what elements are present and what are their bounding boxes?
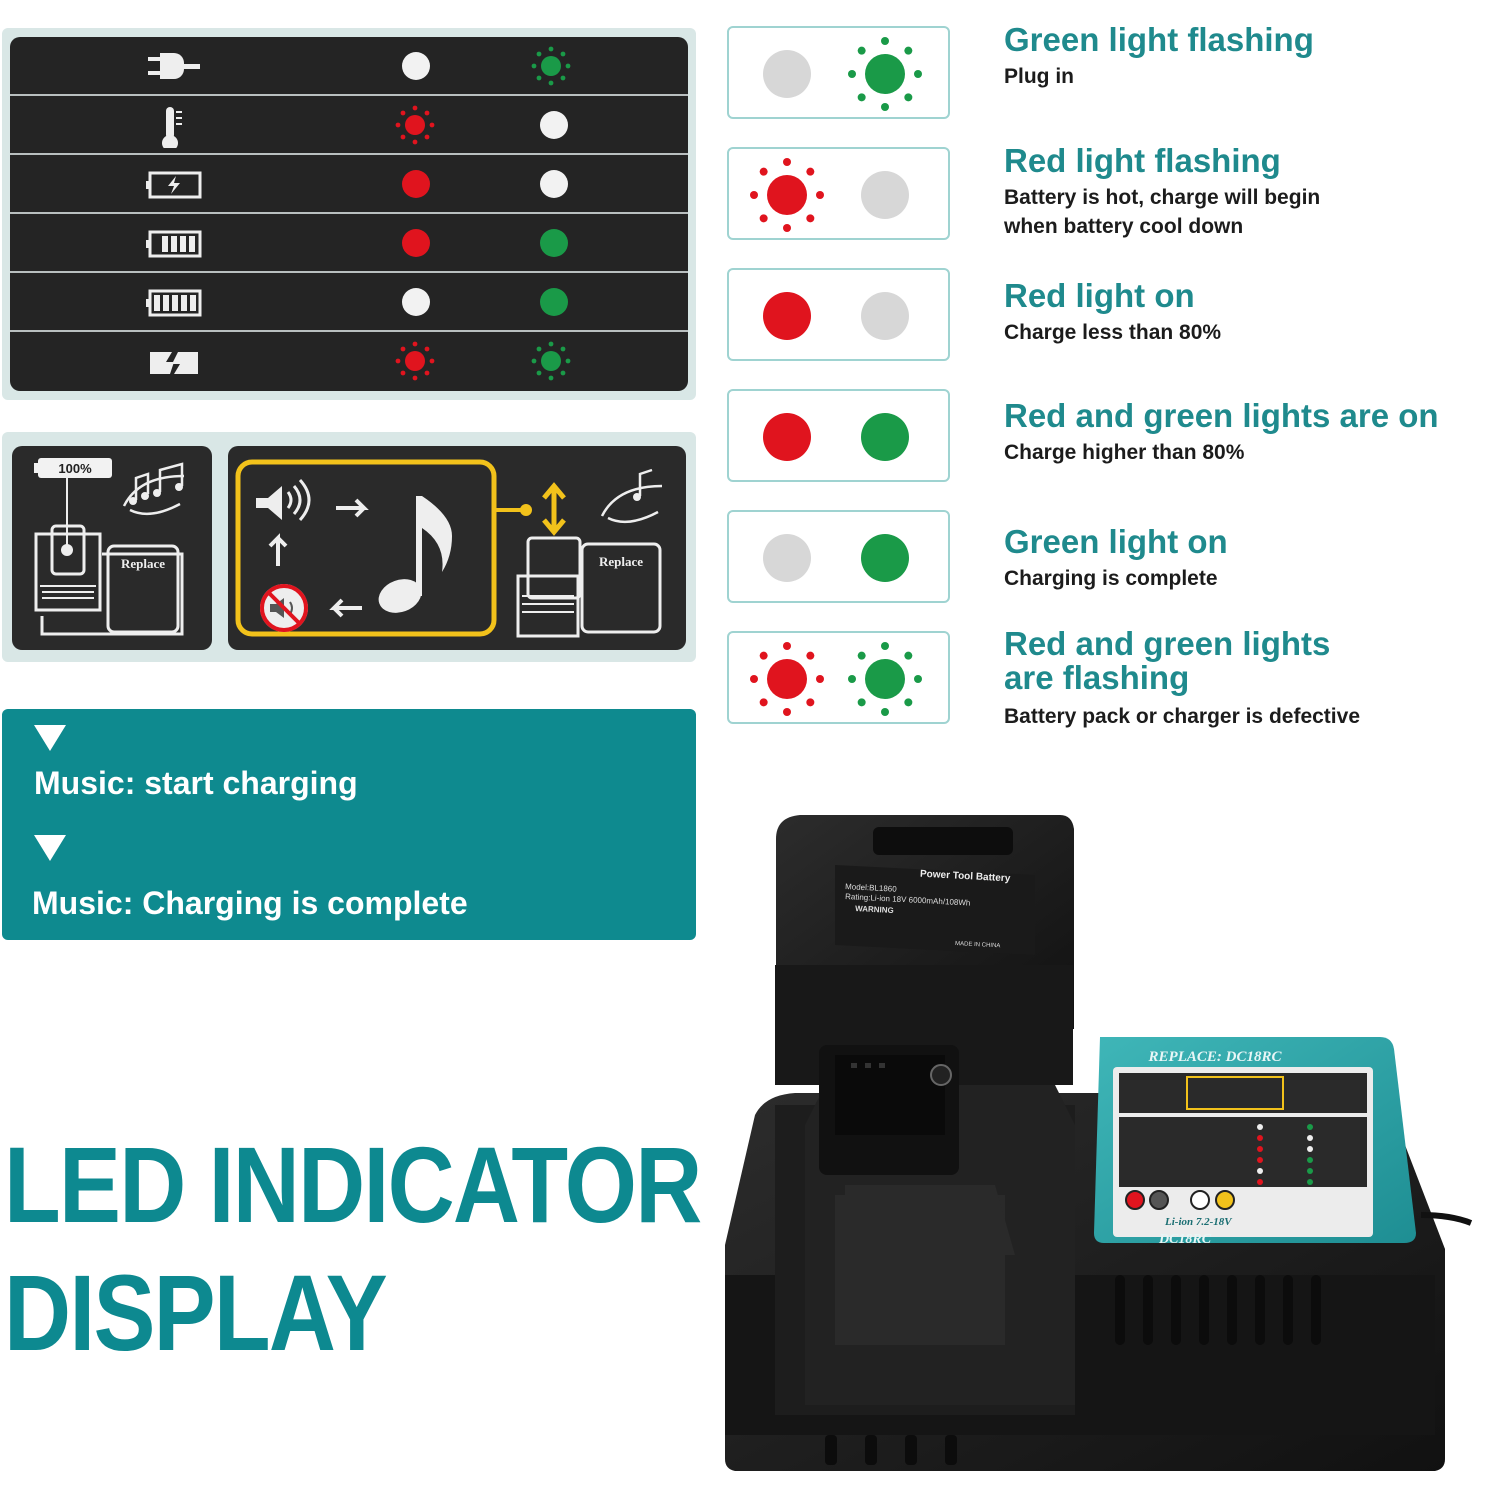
legend-led-pair [763, 413, 909, 461]
legend-title: Green light on [1004, 523, 1228, 560]
led-row-defective [10, 332, 688, 391]
charger-with-battery-illustration: REPLACE: DC18RC Li-ion 7.2-18V DC18RC Po… [725, 815, 1473, 1471]
led-chart [10, 37, 688, 391]
legend-description: Plug in [1004, 65, 1074, 88]
battery-label-title: Power Tool Battery [920, 869, 1011, 885]
led-row-charging-high [10, 214, 688, 273]
battery-percent-label: 100% [58, 461, 92, 476]
charger-model-label: DC18RC [1158, 1232, 1212, 1247]
headline-line1: LED INDICATOR [4, 1124, 702, 1245]
led-green [861, 534, 909, 582]
music-complete-text: Music: Charging is complete [32, 885, 468, 921]
music-note-icon [378, 496, 452, 613]
mute-icon [260, 584, 308, 632]
legend-description: Charge less than 80% [1004, 321, 1222, 344]
legend-led-box [727, 26, 950, 119]
legend-led-pair [763, 37, 922, 111]
legend-led-box [727, 268, 950, 361]
legend-led-pair [750, 158, 909, 232]
legend-led-box [727, 389, 950, 482]
led-left-white [402, 288, 430, 316]
led-red [763, 292, 811, 340]
legend-title: Red and green lights are on [1004, 397, 1439, 434]
legend-title: Red light on [1004, 277, 1195, 314]
legend-led-pair [763, 534, 909, 582]
led-red-flashing [750, 158, 824, 232]
arrow-down-icon [34, 835, 66, 861]
led-left-red-flashing [395, 105, 435, 145]
led-left-white [402, 52, 430, 80]
battery-full-icon [146, 289, 202, 317]
led-off [861, 292, 909, 340]
led-red-flashing [750, 642, 824, 716]
led-green-flashing [848, 642, 922, 716]
led-right-green [540, 229, 568, 257]
led-right-green-flashing [531, 46, 571, 86]
plug-icon [148, 53, 200, 79]
led-right-green [540, 288, 568, 316]
battery-made-in: MADE IN CHINA [955, 941, 1001, 949]
music-left-diagram: 100% Replace [12, 446, 212, 650]
charger-replace-label: REPLACE: DC18RC [1148, 1049, 1283, 1065]
legend-description: Charging is complete [1004, 567, 1218, 590]
led-row-plug-in [10, 37, 688, 96]
music-cycle-diagram: Replace [235, 459, 663, 638]
speaker-icon [256, 486, 282, 520]
product-image: REPLACE: DC18RC Li-ion 7.2-18V DC18RC Po… [715, 805, 1475, 1485]
arrow-down-icon [34, 725, 66, 751]
legend-description: Charge higher than 80% [1004, 441, 1245, 464]
legend-title: Green light flashing [1004, 21, 1314, 58]
legend-description: Battery is hot, charge will begin [1004, 186, 1321, 209]
led-row-hot [10, 96, 688, 155]
led-green [861, 413, 909, 461]
legend-title: Red and green lights [1004, 625, 1331, 662]
legend-led-box [727, 510, 950, 603]
music-right-diagram: Replace [228, 446, 686, 650]
legend-title: Red light flashing [1004, 142, 1281, 179]
led-left-red [402, 229, 430, 257]
headline-line2: DISPLAY [4, 1252, 388, 1373]
led-off [861, 171, 909, 219]
led-left-red-flashing [395, 341, 435, 381]
battery-warning: WARNING [855, 904, 894, 915]
broken-battery-icon [150, 352, 198, 374]
music-panel: 100% Replace [2, 432, 696, 662]
legend-description: when battery cool down [1004, 215, 1244, 238]
legend-led-pair [763, 292, 909, 340]
legend-led-pair [750, 642, 922, 716]
legend-title: are flashing [1004, 659, 1190, 696]
led-off [763, 50, 811, 98]
led-right-white [540, 170, 568, 198]
music-banner: Music: start charging Music: Charging is… [2, 709, 696, 940]
led-row-charging-low [10, 155, 688, 214]
led-row-complete [10, 273, 688, 332]
legend-description: Battery pack or charger is defective [1004, 705, 1360, 728]
replace-label: Replace [121, 556, 165, 571]
led-right-white [540, 111, 568, 139]
replace-label: Replace [599, 554, 643, 569]
led-off [763, 534, 811, 582]
led-chart-panel [2, 28, 696, 400]
charger-liion-label: Li-ion 7.2-18V [1164, 1216, 1233, 1228]
led-green-flashing [848, 37, 922, 111]
charger-diagram-icon: 100% Replace [34, 458, 185, 636]
led-left-red [402, 170, 430, 198]
music-start-text: Music: start charging [34, 765, 358, 801]
music-notes-icon [122, 462, 185, 516]
battery-model: Model:BL1860 [845, 882, 898, 894]
legend-led-box [727, 631, 950, 724]
battery-partial-icon [146, 230, 202, 258]
thermometer-icon [162, 107, 182, 148]
legend-led-box [727, 147, 950, 240]
led-right-green-flashing [531, 341, 571, 381]
battery-charging-icon [146, 171, 202, 199]
led-red [763, 413, 811, 461]
